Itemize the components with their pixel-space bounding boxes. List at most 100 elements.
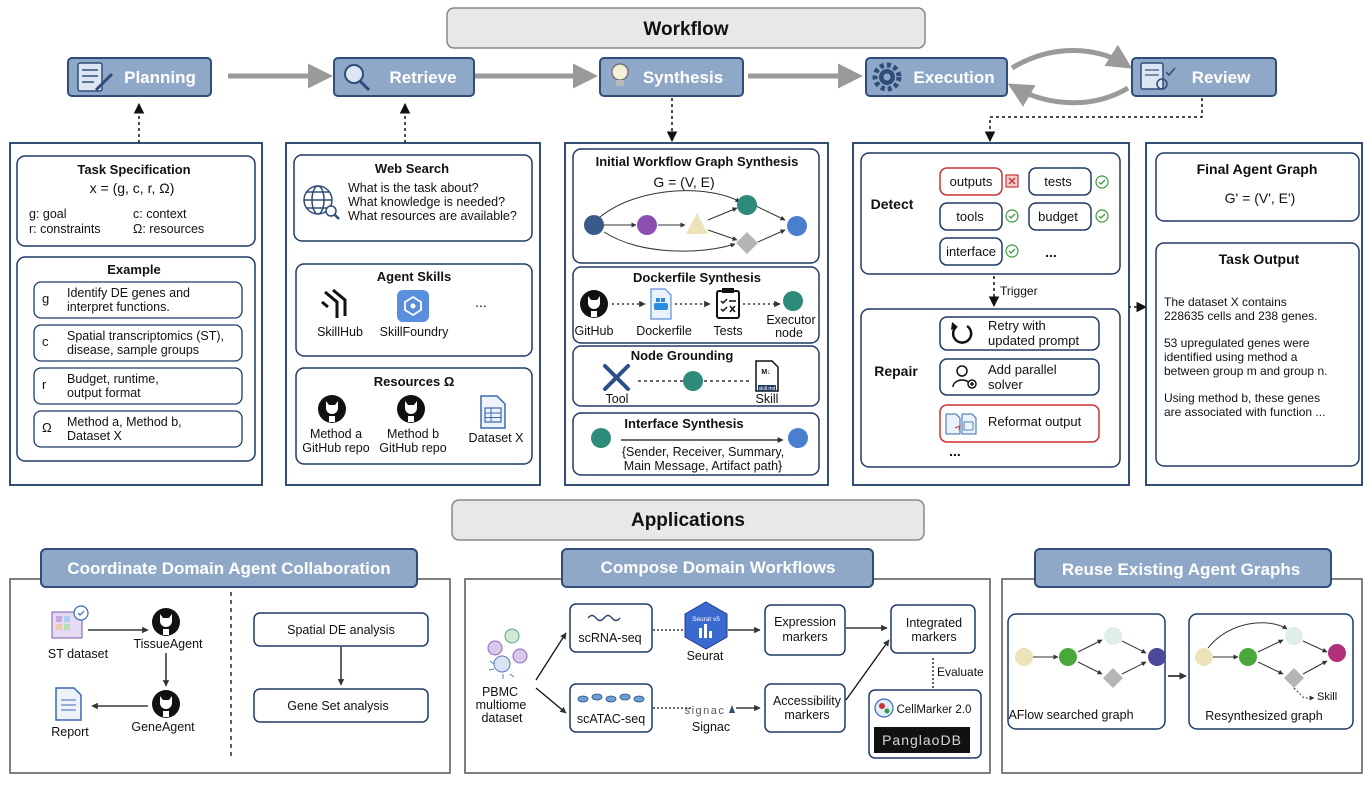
example-row-key: g xyxy=(42,291,49,306)
stage-review[interactable]: Review xyxy=(1131,57,1277,97)
task-output-text: The dataset X contains 228635 cells and … xyxy=(1164,295,1327,419)
pbmc-to-scatac-edge xyxy=(535,687,567,714)
repair-parallel-option[interactable] xyxy=(939,358,1100,396)
interface-sender-node xyxy=(591,428,611,448)
example-row-line1: Budget, runtime, xyxy=(67,372,159,386)
docker-github-label: GitHub xyxy=(575,324,614,338)
gear-icon xyxy=(872,62,902,92)
reuse-title: Reuse Existing Agent Graphs xyxy=(1062,560,1300,579)
skill-label: Skill xyxy=(756,392,779,406)
applications-title-bar xyxy=(451,499,925,541)
integrated-markers-node[interactable] xyxy=(890,604,976,654)
compose-title: Compose Domain Workflows xyxy=(601,558,836,577)
dockerfile-title: Dockerfile Synthesis xyxy=(633,270,761,285)
scatac-node[interactable] xyxy=(569,683,653,733)
stage-panel-connectors xyxy=(133,98,1203,313)
repair-retry-option[interactable] xyxy=(939,316,1100,351)
repair-parallel-line2: solver xyxy=(988,377,1023,392)
final-graph-title: Final Agent Graph xyxy=(1197,161,1318,177)
reformat-files-icon xyxy=(945,413,977,435)
skillhub-icon xyxy=(321,288,347,318)
accessibility-markers-node[interactable] xyxy=(764,683,846,733)
resynth-node-4 xyxy=(1284,668,1304,688)
seurat-logo-icon: Seurat v5 xyxy=(684,601,728,650)
accessibility-label-1: Accessibility xyxy=(773,694,842,708)
svg-text:M↓: M↓ xyxy=(761,369,770,376)
detect-tools-chip[interactable] xyxy=(939,202,1003,231)
method-a-label[interactable]: Method a xyxy=(310,427,362,441)
dataset-x-label[interactable]: Dataset X xyxy=(469,431,525,445)
skillhub-label[interactable]: SkillHub xyxy=(317,325,363,339)
web-search-title: Web Search xyxy=(375,161,449,176)
github-icon-gene xyxy=(152,690,180,718)
method-b-label[interactable]: Method b xyxy=(387,427,439,441)
executor-label-2: node xyxy=(775,326,803,340)
task-output-p2-l1: 53 upregulated genes were xyxy=(1164,336,1310,350)
stage-execution[interactable]: Execution xyxy=(865,57,1008,97)
example-row-line2: interpret functions. xyxy=(67,300,170,314)
detect-more: ... xyxy=(1045,244,1057,260)
rna-wave-icon xyxy=(587,614,621,622)
lightbulb-icon xyxy=(611,63,629,86)
expression-markers-node[interactable] xyxy=(764,604,846,656)
repair-retry-line2: updated prompt xyxy=(988,333,1079,348)
example-row-line2: Dataset X xyxy=(67,429,123,443)
skill-file-icon: M↓ skill.md xyxy=(755,360,779,392)
resynth-node-5 xyxy=(1328,644,1346,662)
detect-tests-label: tests xyxy=(1044,174,1072,189)
stage-review-label: Review xyxy=(1192,68,1251,87)
spatial-de-node[interactable] xyxy=(253,612,429,647)
pass-check-icon xyxy=(1005,244,1019,258)
stage-planning[interactable]: Planning xyxy=(67,57,212,97)
detect-title: Detect xyxy=(871,196,914,212)
detect-outputs-chip[interactable] xyxy=(939,167,1003,196)
example-row-line2: disease, sample groups xyxy=(67,343,199,357)
method-b-repo: GitHub repo xyxy=(379,441,446,455)
signac-label: Signac xyxy=(692,720,730,734)
repair-reformat-option[interactable] xyxy=(939,404,1100,443)
github-icon-docker xyxy=(580,290,608,318)
detect-budget-chip[interactable] xyxy=(1028,202,1092,231)
interface-line-2: Main Message, Artifact path} xyxy=(624,459,782,473)
gene-set-node[interactable] xyxy=(253,688,429,723)
applications-title: Applications xyxy=(631,510,745,531)
graph-node-3 xyxy=(686,213,708,234)
final-graph-card xyxy=(1155,152,1360,222)
task-output-p3-l2: are associated with function ... xyxy=(1164,405,1325,419)
reuse-title-bar xyxy=(1034,548,1332,588)
task-spec-resources: Ω: resources xyxy=(133,222,204,236)
example-row-line2: output format xyxy=(67,386,141,400)
workflow-title: Workflow xyxy=(643,19,728,40)
stage-retrieve[interactable]: Retrieve xyxy=(333,57,475,97)
graph-node-6 xyxy=(787,216,807,236)
detect-interface-chip[interactable] xyxy=(939,237,1003,266)
aflow-node-3 xyxy=(1104,627,1122,645)
pbmc-label-2: multiome xyxy=(476,698,527,712)
retry-arrow-icon xyxy=(951,322,973,344)
tool-wrench-icon xyxy=(603,364,630,391)
detect-tests-chip[interactable] xyxy=(1028,167,1092,196)
aflow-graph-label: AFlow searched graph xyxy=(1008,708,1133,722)
resynth-node-2 xyxy=(1239,648,1257,666)
tissue-agent-label: TissueAgent xyxy=(133,637,203,651)
magnifier-icon xyxy=(344,64,371,92)
initial-graph-formula: G = (V, E) xyxy=(653,174,714,190)
grounding-title: Node Grounding xyxy=(631,348,734,363)
detect-outputs-label: outputs xyxy=(950,174,993,189)
aflow-node-2 xyxy=(1059,648,1077,666)
resources-title: Resources Ω xyxy=(374,374,455,389)
agent-skills-more: ... xyxy=(475,294,487,310)
skillfoundry-label[interactable]: SkillFoundry xyxy=(380,325,450,339)
stage-execution-label: Execution xyxy=(913,68,994,87)
graph-node-2 xyxy=(637,215,657,235)
add-user-icon xyxy=(952,365,977,389)
stage-synthesis[interactable]: Synthesis xyxy=(599,57,744,97)
final-graph-formula: G' = (V', E') xyxy=(1225,190,1296,206)
example-row-box xyxy=(33,281,243,319)
gene-agent-label: GeneAgent xyxy=(131,720,195,734)
gene-set-label: Gene Set analysis xyxy=(287,699,388,713)
